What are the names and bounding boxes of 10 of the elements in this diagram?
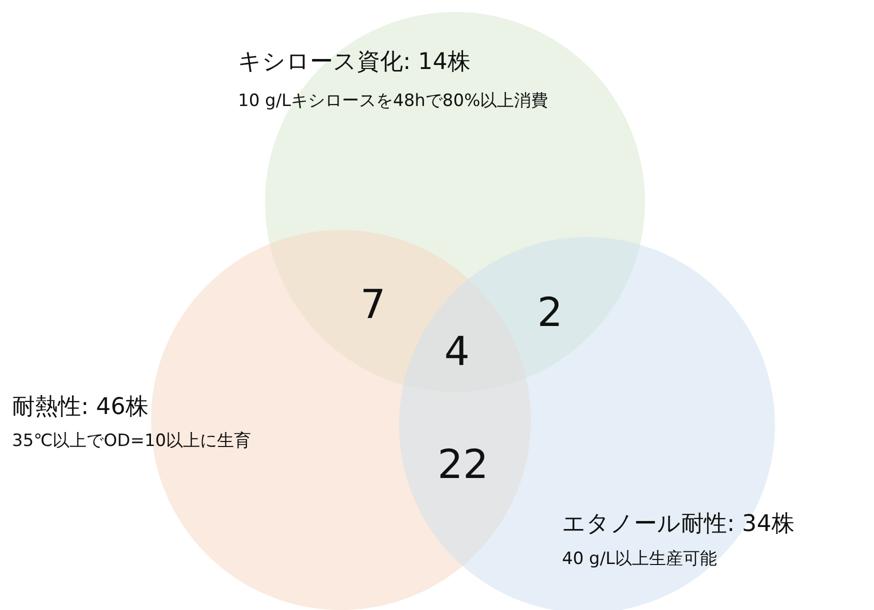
set-title: キシロース資化: 14株: [238, 50, 470, 76]
set-description: 10 g/Lキシロースを48hで80%以上消費: [238, 92, 548, 111]
set-description: 35℃以上でOD=10以上に生育: [12, 432, 252, 451]
count-label: 22: [438, 445, 488, 485]
count-label: 7: [360, 285, 386, 325]
set-title: 耐熱性: 46株: [12, 395, 148, 420]
count-label: 4: [444, 332, 470, 372]
set-description: 40 g/L以上生産可能: [562, 550, 718, 569]
count-label: 2: [537, 293, 563, 333]
set-title: エタノール耐性: 34株: [562, 512, 794, 538]
